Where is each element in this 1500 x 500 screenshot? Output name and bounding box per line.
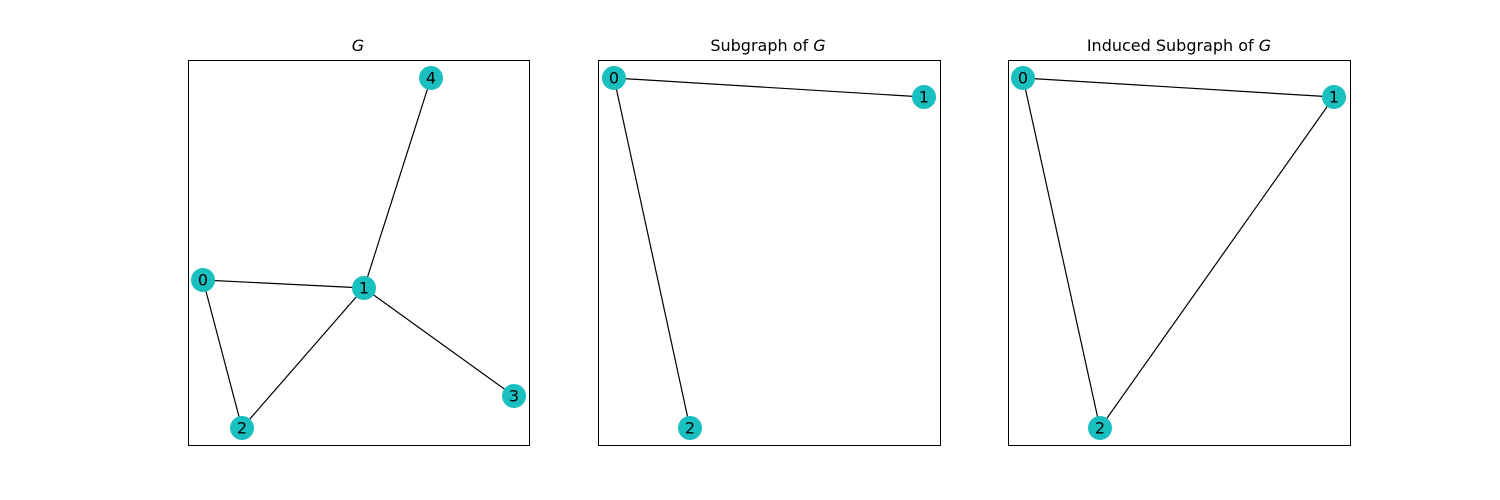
panel-title: Subgraph of G [710,36,825,55]
node-label: 3 [509,387,519,406]
edge-0-1 [1022,77,1335,98]
panel-induced-subgraph: Induced Subgraph of G 0 1 2 [1008,36,1351,446]
edge-1-2 [1099,96,1335,429]
node-1 [1322,85,1346,109]
node-label: 1 [1329,88,1339,107]
edge-1-4 [363,77,432,289]
node-4 [419,66,443,90]
node-label: 2 [685,419,695,438]
panel-frame [188,60,530,446]
edge-0-2 [1022,77,1101,429]
edge-0-1 [613,77,925,98]
node-0 [602,66,626,90]
node-3 [502,384,526,408]
edge-0-2 [202,279,243,429]
node-0 [1011,66,1035,90]
node-2 [678,416,702,440]
edge-layer [202,77,515,429]
panel-title: Induced Subgraph of G [1087,36,1271,55]
edge-1-2 [241,287,365,429]
node-1 [912,85,936,109]
panel-frame [1008,60,1351,446]
node-label: 0 [1018,69,1028,88]
node-label: 2 [237,419,247,438]
edge-0-1 [202,279,365,289]
node-label: 4 [426,69,436,88]
edge-layer [613,77,925,429]
node-0 [191,268,215,292]
panel-title: G [352,36,364,55]
edge-1-3 [363,287,515,397]
edge-layer [1022,77,1335,429]
edge-0-2 [613,77,691,429]
node-label: 0 [198,271,208,290]
node-2 [1088,416,1112,440]
node-label: 2 [1095,419,1105,438]
node-label: 1 [919,88,929,107]
node-1 [352,276,376,300]
panel-graph-g: G 0 1 2 3 4 [188,36,530,446]
node-label: 0 [609,69,619,88]
panel-subgraph: Subgraph of G 0 1 2 [598,36,941,446]
node-layer: 0 1 2 [602,66,936,440]
node-layer: 0 1 2 3 4 [191,66,526,440]
node-layer: 0 1 2 [1011,66,1346,440]
node-2 [230,416,254,440]
node-label: 1 [359,279,369,298]
panel-frame [598,60,941,446]
